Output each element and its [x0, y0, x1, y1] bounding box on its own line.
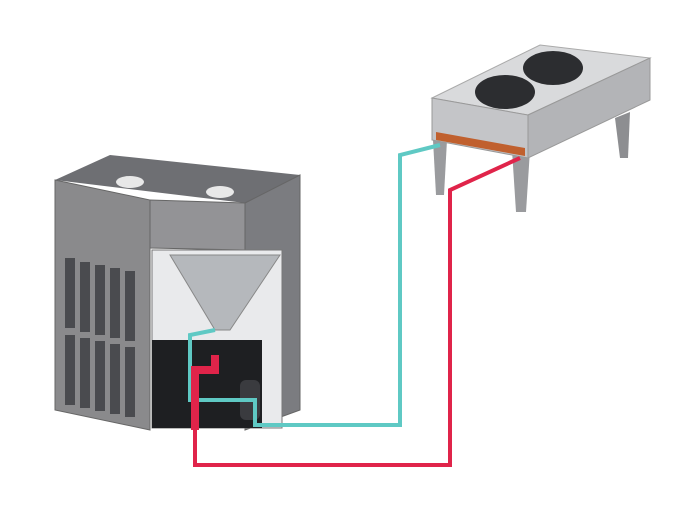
condenser-leg-right: [615, 112, 630, 158]
outdoor-condenser: [430, 44, 652, 212]
condenser-side: [527, 57, 651, 159]
unit-top: [55, 155, 300, 203]
unit-fan-1: [116, 176, 144, 188]
unit-upper-panel: [149, 199, 246, 251]
condenser-coil: [436, 132, 525, 156]
indoor-unit: [54, 155, 301, 431]
teal-pipe-inner: [188, 328, 265, 427]
condenser-leg-mid: [512, 150, 530, 212]
teal-pipe: [265, 143, 441, 427]
unit-fan-2: [206, 186, 234, 198]
red-pipe-inner: [191, 355, 219, 430]
evaporator-coil: [169, 254, 281, 331]
louver-grille: [65, 258, 135, 417]
red-pipe: [193, 156, 521, 467]
fan-grille-2: [523, 51, 583, 85]
fan-grille-1: [475, 75, 535, 109]
condenser-leg-left: [433, 140, 447, 195]
